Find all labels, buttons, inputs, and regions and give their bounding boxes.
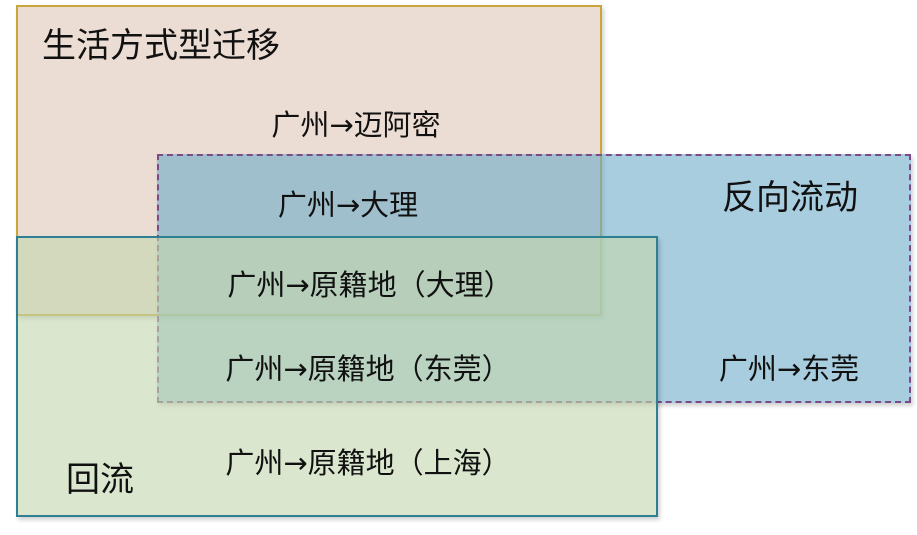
route-guangzhou-origin-dali: 广州→原籍地（大理） (227, 268, 513, 302)
route-guangzhou-dali: 广州→大理 (277, 188, 419, 222)
reverse-flow-title: 反向流动 (722, 178, 858, 218)
route-guangzhou-origin-dongguan: 广州→原籍地（东莞） (225, 352, 511, 386)
region-return-flow (16, 236, 658, 517)
route-guangzhou-dongguan: 广州→东莞 (718, 352, 860, 386)
lifestyle-migration-title: 生活方式型迁移 (42, 26, 280, 66)
route-guangzhou-origin-shanghai: 广州→原籍地（上海） (225, 446, 511, 480)
return-flow-title: 回流 (66, 460, 134, 500)
route-guangzhou-miami: 广州→迈阿密 (271, 108, 441, 142)
